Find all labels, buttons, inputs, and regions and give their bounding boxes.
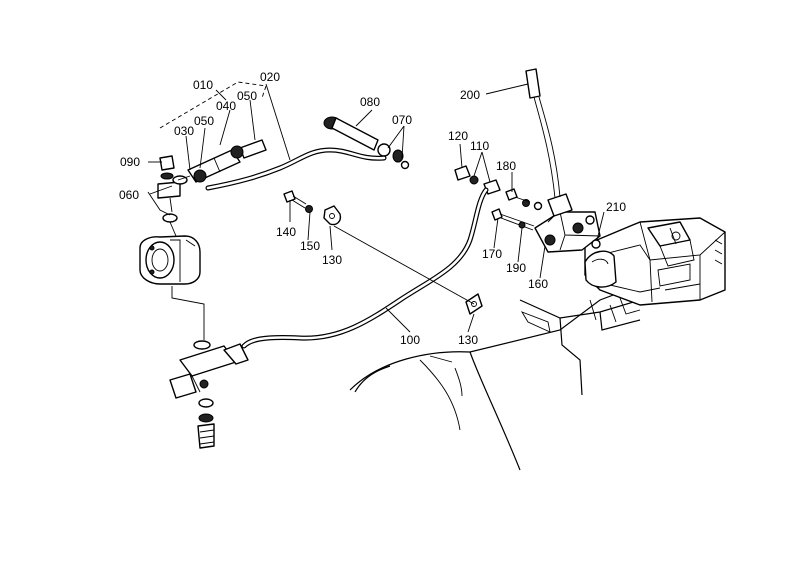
label-080: 080 [360, 95, 380, 109]
label-130-lower: 130 [458, 333, 478, 347]
leader-lines [147, 81, 605, 340]
pipe-020 [205, 147, 387, 191]
pump-fittings [157, 155, 188, 237]
label-180: 180 [496, 159, 516, 173]
label-200: 200 [460, 88, 480, 102]
suction-pipe-part-080 [323, 116, 410, 170]
tee-fitting-assembly [169, 340, 249, 449]
label-130-upper: 130 [322, 253, 342, 267]
label-040: 040 [216, 99, 236, 113]
label-100: 100 [400, 333, 420, 347]
label-030: 030 [174, 124, 194, 138]
label-190: 190 [506, 261, 526, 275]
label-050-lower: 050 [194, 114, 214, 128]
label-050-upper: 050 [237, 89, 257, 103]
label-160: 160 [528, 277, 548, 291]
control-valve-block [534, 193, 601, 253]
filter-assembly [177, 139, 267, 183]
label-210: 210 [606, 200, 626, 214]
label-010: 010 [193, 78, 213, 92]
label-090: 090 [120, 155, 140, 169]
part-labels: 010 020 040 050 050 030 090 060 080 070 … [119, 70, 626, 347]
label-140: 140 [276, 225, 296, 239]
label-070: 070 [392, 113, 412, 127]
label-020: 020 [260, 70, 280, 84]
hydraulic-pump [139, 235, 201, 285]
label-120: 120 [448, 129, 468, 143]
label-110: 110 [470, 139, 489, 153]
label-150: 150 [300, 239, 320, 253]
washer-210 [591, 239, 601, 249]
pipe-100 [241, 187, 489, 349]
label-170: 170 [482, 247, 502, 261]
label-060: 060 [119, 188, 139, 202]
transmission-housing [584, 217, 726, 306]
tractor-body-outline [349, 261, 726, 471]
control-lever [525, 68, 561, 199]
valve-spool-parts [454, 165, 543, 211]
bolt-clamp-set [283, 190, 483, 315]
bolt-170 [491, 208, 535, 231]
